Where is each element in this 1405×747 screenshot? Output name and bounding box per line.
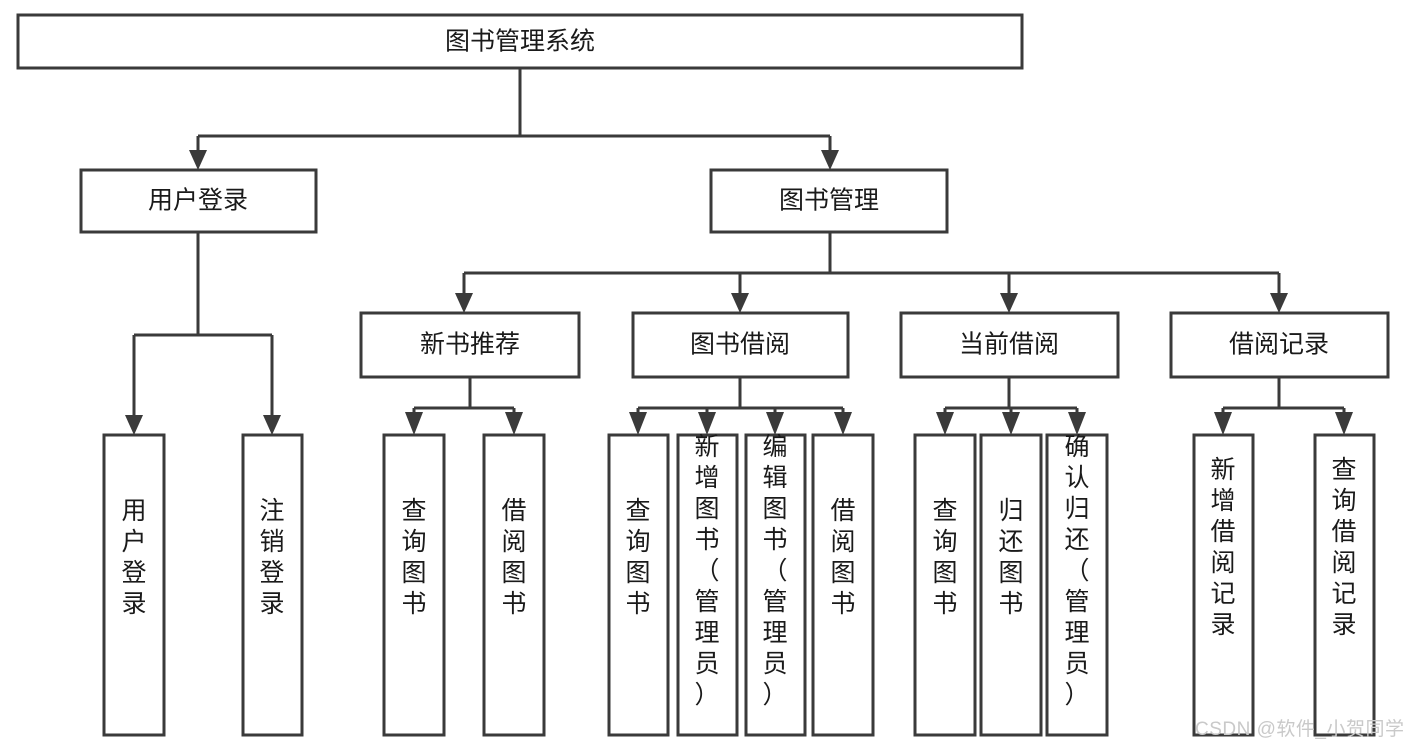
leaf-query-record-box[interactable] — [1313, 433, 1376, 737]
node-current-borrow-label: 当前借阅 — [959, 331, 1059, 359]
node-new-book-rec[interactable]: 新书推荐 — [359, 311, 581, 379]
leaf-query-book-2[interactable]: 查询图书 — [607, 433, 670, 737]
leaf-edit-book[interactable]: 编辑图书（管理员） — [744, 433, 807, 737]
leaf-query-book-3[interactable]: 查询图书 — [913, 433, 977, 737]
leaf-add-record-label: 新增借阅记录 — [1210, 456, 1235, 639]
leaf-borrow-book-1[interactable]: 借阅图书 — [482, 433, 546, 737]
leaf-return-book-box[interactable] — [979, 433, 1043, 737]
leaf-borrow-book-2-box[interactable] — [811, 433, 875, 737]
arrowhead-current-borrow — [1000, 293, 1018, 313]
arrowhead-leaf-query-book-3 — [936, 412, 954, 435]
leaf-query-book-1-label: 查询图书 — [401, 497, 426, 618]
arrowhead-borrow-record — [1270, 293, 1288, 313]
csdn-watermark: CSDN @软件_小贺同学 — [1195, 718, 1404, 740]
node-borrow-record-box[interactable] — [1169, 311, 1390, 379]
node-user-login[interactable]: 用户登录 — [79, 168, 318, 234]
node-book-manage-box[interactable] — [709, 168, 949, 234]
leaf-return-book[interactable]: 归还图书 — [979, 433, 1043, 737]
node-new-book-rec-box[interactable] — [359, 311, 581, 379]
leaf-borrow-book-1-box[interactable] — [482, 433, 546, 737]
leaf-edit-book-box[interactable] — [744, 433, 807, 737]
leaf-query-book-2-label: 查询图书 — [625, 497, 650, 618]
arrowhead-book-manage — [821, 150, 839, 170]
arrowhead-leaf-borrow-book-2 — [834, 412, 852, 435]
leaf-logout[interactable]: 注销登录 — [241, 433, 304, 737]
node-book-borrow-box[interactable] — [631, 311, 850, 379]
arrowhead-user-login — [189, 150, 207, 170]
leaf-confirm-return[interactable]: 确认归还（管理员） — [1045, 433, 1109, 737]
leaf-confirm-return-label: 确认归还（管理员） — [1064, 433, 1089, 709]
leaf-logout-box[interactable] — [241, 433, 304, 737]
arrowhead-book-borrow — [731, 293, 749, 313]
arrowhead-leaf-query-book-2 — [629, 412, 647, 435]
arrowhead-leaf-confirm-return — [1068, 412, 1086, 435]
arrowhead-leaf-logout — [263, 415, 281, 435]
arrowhead-leaf-query-record — [1335, 412, 1353, 435]
leaf-add-record-box[interactable] — [1192, 433, 1255, 737]
leaf-return-book-label: 归还图书 — [998, 497, 1023, 618]
leaf-query-book-2-box[interactable] — [607, 433, 670, 737]
node-user-login-label: 用户登录 — [148, 187, 248, 215]
node-new-book-rec-label: 新书推荐 — [420, 331, 520, 359]
arrowhead-leaf-query-book-1 — [405, 412, 423, 435]
leaf-add-book-box[interactable] — [676, 433, 739, 737]
leaf-borrow-book-2[interactable]: 借阅图书 — [811, 433, 875, 737]
leaf-logout-label: 注销登录 — [259, 497, 284, 618]
leaf-query-book-1[interactable]: 查询图书 — [382, 433, 446, 737]
leaf-borrow-book-2-label: 借阅图书 — [830, 497, 855, 618]
leaf-confirm-return-box[interactable] — [1045, 433, 1109, 737]
node-book-borrow[interactable]: 图书借阅 — [631, 311, 850, 379]
arrowhead-leaf-user-login — [125, 415, 143, 435]
arrowhead-leaf-borrow-book-1 — [505, 412, 523, 435]
node-current-borrow[interactable]: 当前借阅 — [899, 311, 1120, 379]
node-root[interactable]: 图书管理系统 — [16, 13, 1024, 70]
leaf-add-record[interactable]: 新增借阅记录 — [1192, 433, 1255, 737]
leaf-user-login-label: 用户登录 — [121, 497, 146, 618]
leaf-query-book-3-label: 查询图书 — [932, 497, 957, 618]
arrowhead-leaf-add-book — [698, 412, 716, 435]
leaf-query-book-1-box[interactable] — [382, 433, 446, 737]
node-book-borrow-label: 图书借阅 — [690, 331, 790, 359]
node-current-borrow-box[interactable] — [899, 311, 1120, 379]
node-root-label: 图书管理系统 — [445, 28, 595, 56]
leaf-add-book[interactable]: 新增图书（管理员） — [676, 433, 739, 737]
node-borrow-record-label: 借阅记录 — [1229, 331, 1329, 359]
node-book-manage-label: 图书管理 — [779, 187, 879, 215]
node-book-manage[interactable]: 图书管理 — [709, 168, 949, 234]
leaf-user-login-box[interactable] — [102, 433, 166, 737]
leaf-add-book-label: 新增图书（管理员） — [694, 433, 719, 709]
leaf-query-record-label: 查询借阅记录 — [1331, 456, 1356, 639]
arrowhead-leaf-edit-book — [766, 412, 784, 435]
leaf-edit-book-label: 编辑图书（管理员） — [762, 433, 787, 709]
node-user-login-box[interactable] — [79, 168, 318, 234]
node-borrow-record[interactable]: 借阅记录 — [1169, 311, 1390, 379]
arrowhead-leaf-return-book — [1002, 412, 1020, 435]
leaf-query-book-3-box[interactable] — [913, 433, 977, 737]
leaf-query-record[interactable]: 查询借阅记录 — [1313, 433, 1376, 737]
node-root-box[interactable] — [16, 13, 1024, 70]
connectors-layer — [125, 68, 1353, 435]
leaf-user-login[interactable]: 用户登录 — [102, 433, 166, 737]
arrowhead-new-book-rec — [455, 293, 473, 313]
arrowhead-leaf-add-record — [1214, 412, 1232, 435]
leaf-borrow-book-1-label: 借阅图书 — [501, 497, 526, 618]
